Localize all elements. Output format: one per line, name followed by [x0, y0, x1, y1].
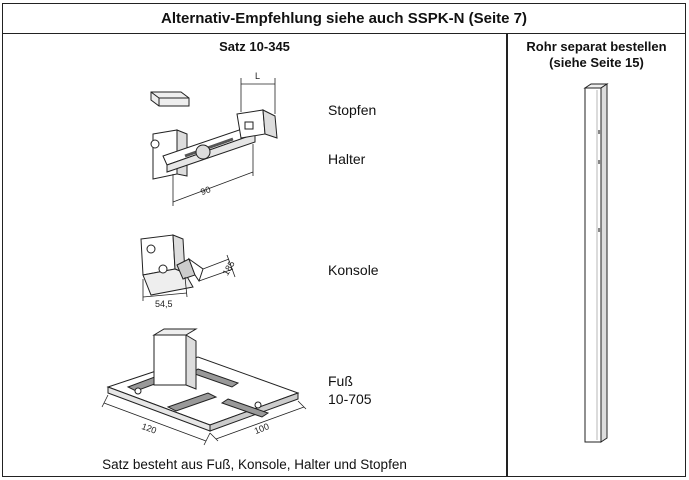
column-divider — [506, 33, 508, 476]
dim-halter-length: L — [255, 71, 260, 81]
label-fuss-name: Fuß — [328, 373, 353, 389]
stopfen-part — [150, 91, 190, 107]
tube-title: Rohr separat bestellen (siehe Seite 15) — [508, 39, 685, 71]
label-stopfen: Stopfen — [328, 102, 377, 118]
konsole-drawing: 185 54,5 — [140, 234, 237, 309]
tube-title-line2: (siehe Seite 15) — [549, 55, 644, 70]
label-fuss: Fuß 10-705 — [328, 372, 372, 408]
konsole-body — [140, 234, 176, 276]
label-halter: Halter — [328, 151, 366, 167]
tube-title-line1: Rohr separat bestellen — [526, 39, 667, 54]
fuss-tube-holder — [153, 334, 187, 386]
dim-fuss-width: 100 — [253, 421, 271, 436]
dim-halter-width: 90 — [199, 184, 212, 197]
header-title: Alternativ-Empfehlung siehe auch SSPK-N … — [161, 10, 527, 27]
tube-drawing — [583, 83, 609, 443]
product-sheet: Alternativ-Empfehlung siehe auch SSPK-N … — [2, 3, 686, 477]
halter-drawing: L 90 — [150, 71, 278, 206]
label-fuss-number: 10-705 — [328, 391, 372, 407]
dim-fuss-length: 120 — [140, 421, 158, 436]
set-contents-note: Satz besteht aus Fuß, Konsole, Halter un… — [102, 457, 407, 472]
dim-konsole-depth: 54,5 — [155, 299, 173, 309]
label-konsole: Konsole — [328, 262, 379, 278]
fuss-drawing: 120 100 — [101, 328, 307, 446]
set-title: Satz 10-345 — [219, 39, 290, 54]
sheet-header: Alternativ-Empfehlung siehe auch SSPK-N … — [3, 4, 685, 34]
